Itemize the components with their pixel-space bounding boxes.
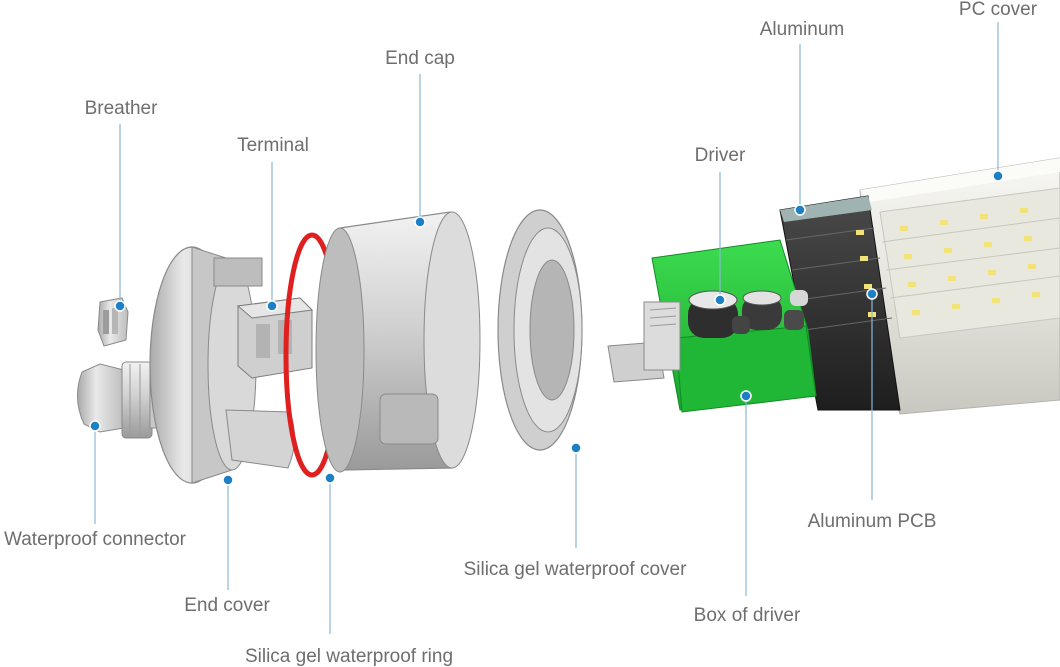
aluminum-pcb-marker <box>866 288 878 300</box>
driver-marker <box>714 294 726 306</box>
label-box-of-driver: Box of driver <box>694 605 801 626</box>
aluminum-pcb-part <box>856 187 1060 339</box>
pc-cover-marker <box>992 170 1004 182</box>
silica-gel-waterproof-cover-part <box>497 209 583 451</box>
aluminum-marker <box>794 204 806 216</box>
breather-marker <box>114 300 126 312</box>
leader-lines <box>94 22 999 634</box>
label-aluminum: Aluminum <box>760 19 844 40</box>
end-cap-marker <box>414 216 426 228</box>
silica-gel-cover-marker <box>570 442 582 454</box>
end-cover-marker <box>222 474 234 486</box>
label-aluminum-pcb: Aluminum PCB <box>808 511 937 532</box>
label-waterproof-connector: Waterproof connector <box>4 529 187 550</box>
label-end-cap: End cap <box>385 48 455 69</box>
terminal-marker <box>266 300 278 312</box>
waterproof-connector-marker <box>89 420 101 432</box>
label-pc-cover: PC cover <box>959 0 1038 20</box>
label-silica-gel-waterproof-cover: Silica gel waterproof cover <box>464 559 687 580</box>
box-of-driver-marker <box>740 390 752 402</box>
part-labels: PC cover Aluminum End cap Breather Termi… <box>4 0 1038 667</box>
markers <box>89 170 1004 486</box>
label-breather: Breather <box>85 98 159 119</box>
driver-part <box>688 290 808 338</box>
label-silica-gel-waterproof-ring: Silica gel waterproof ring <box>245 646 453 667</box>
end-cap-part <box>315 211 481 473</box>
label-terminal: Terminal <box>237 135 309 156</box>
silica-gel-ring-marker <box>324 472 336 484</box>
label-driver: Driver <box>695 145 746 166</box>
label-end-cover: End cover <box>184 595 270 616</box>
driver-plug-part <box>607 301 681 383</box>
